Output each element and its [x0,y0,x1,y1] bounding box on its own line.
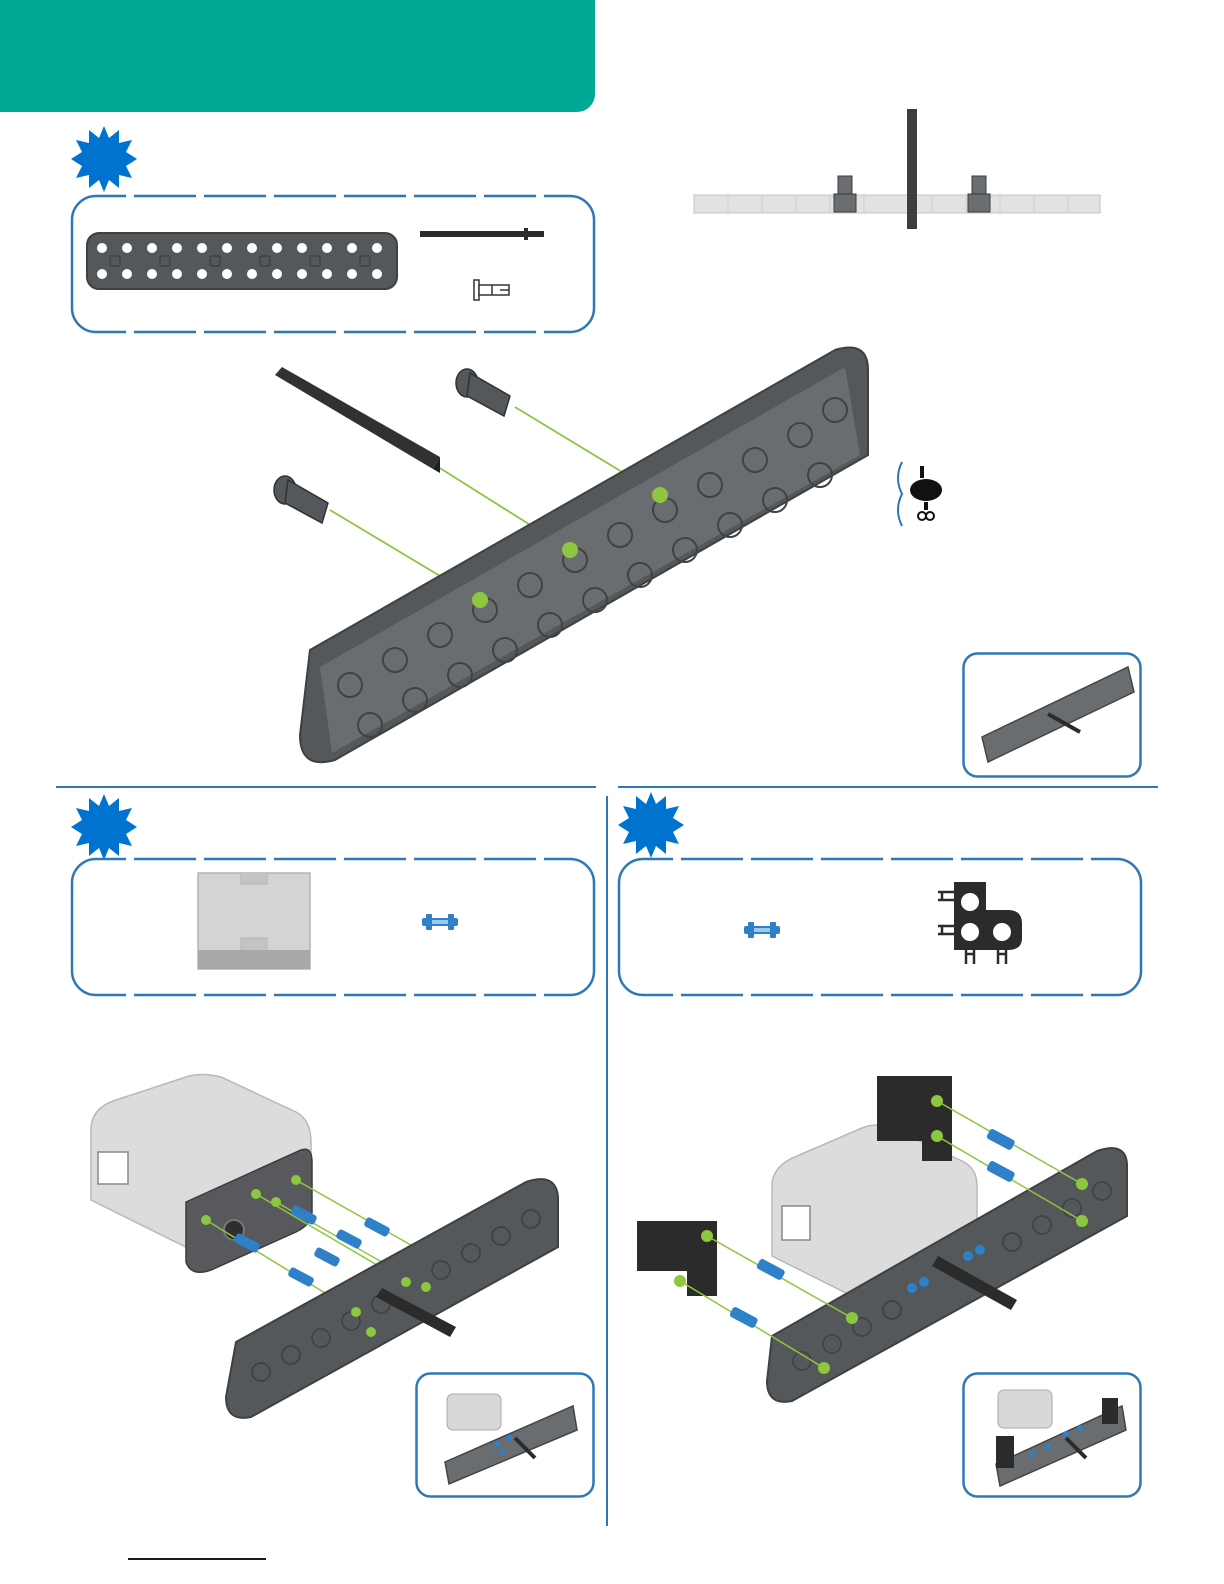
step-2-result-thumbnail [415,1372,595,1498]
robot-mascot-icon [888,460,946,528]
step-3-result-thumbnail [962,1372,1142,1498]
shaft-icon [420,228,546,240]
step-1-assembly-illustration [270,345,880,770]
standoff-connector-icon [472,279,514,301]
blue-pin-icon [742,921,782,939]
divider-right [618,786,1158,788]
step-2-assembly-illustration [86,1072,562,1422]
blue-pin-icon [420,913,460,931]
step-1-badge-icon [69,124,139,194]
step-3-parts-frame [617,857,1143,997]
step-2-badge-icon [69,792,139,862]
corner-connector-icon [936,880,1024,966]
robot-brain-icon [197,872,311,970]
step-1-top-view [692,106,1104,234]
beam-2x12-icon [86,232,398,290]
step-1-result-thumbnail [962,652,1142,778]
step-3-badge-icon [616,790,686,860]
divider-vertical [606,796,608,1526]
footer-rule [128,1558,266,1560]
header-banner [0,0,595,112]
step-3-assembly-illustration [632,1056,1132,1406]
divider-left [56,786,596,788]
step-2-parts-frame [70,857,596,997]
